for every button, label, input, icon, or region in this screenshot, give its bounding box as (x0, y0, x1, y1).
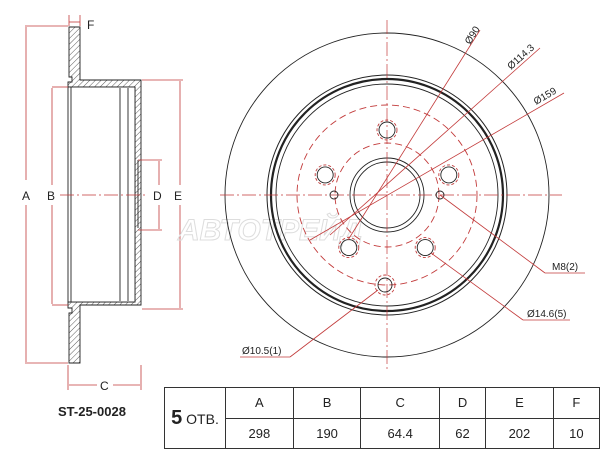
bolt-hole (316, 166, 334, 184)
label-d159: Ø159 (532, 86, 559, 108)
label-d10: Ø10.5(1) (242, 346, 281, 357)
bolt-hole (440, 166, 458, 184)
bolt-hole-outline (414, 237, 436, 259)
table-value: 62 (438, 417, 487, 449)
table-header: A (225, 387, 294, 419)
holes-number: 5 (171, 406, 183, 429)
table-header: D (438, 387, 487, 419)
bolt-hole (378, 121, 396, 139)
table-header: E (485, 387, 554, 419)
bolt-hole (340, 239, 358, 257)
dim-label-b: B (47, 189, 55, 203)
dim-label-d: D (153, 189, 162, 203)
table-header: F (552, 387, 600, 419)
dim-label-f: F (87, 18, 94, 32)
holes-label: ОТВ. (186, 410, 219, 427)
holes-count: 5 ОТВ. (164, 387, 226, 449)
dim-label-c: C (100, 379, 109, 393)
table-value: 190 (292, 417, 362, 449)
label-d114: Ø114.3 (506, 42, 538, 72)
bolt-hole-outline (338, 237, 360, 259)
side-view: A B C D E F (22, 15, 183, 393)
m8-hole (329, 190, 339, 200)
label-d90: Ø90 (463, 24, 483, 46)
bolt-hole-outline (376, 119, 398, 141)
table-header: C (360, 387, 440, 419)
bolt-hole-outline (314, 164, 336, 186)
table-value: 64.4 (360, 417, 440, 449)
m8-hole (435, 190, 445, 200)
locator-hole (377, 277, 393, 293)
table-header: B (292, 387, 362, 419)
table-value: 202 (485, 417, 554, 449)
part-number: ST-25-0028 (58, 404, 126, 419)
disc-section (67, 26, 142, 364)
dim-label-e: E (174, 189, 182, 203)
label-d14: Ø14.6(5) (527, 309, 566, 320)
bolt-hole-outline (438, 164, 460, 186)
table-value: 298 (225, 417, 294, 449)
watermark: AВТОТРЕЙД (177, 212, 362, 247)
dimensions-table: 5 ОТВ. A B C D E F 298 190 64.4 62 202 1… (164, 387, 600, 449)
table-value: 10 (552, 417, 600, 449)
front-view: AВТОТРЕЙД Ø90 Ø114.3 Ø159 M8(2) Ø14.6(5)… (177, 20, 585, 372)
dim-label-a: A (22, 189, 30, 203)
label-m8: M8(2) (552, 262, 578, 273)
bolt-hole (416, 239, 434, 257)
